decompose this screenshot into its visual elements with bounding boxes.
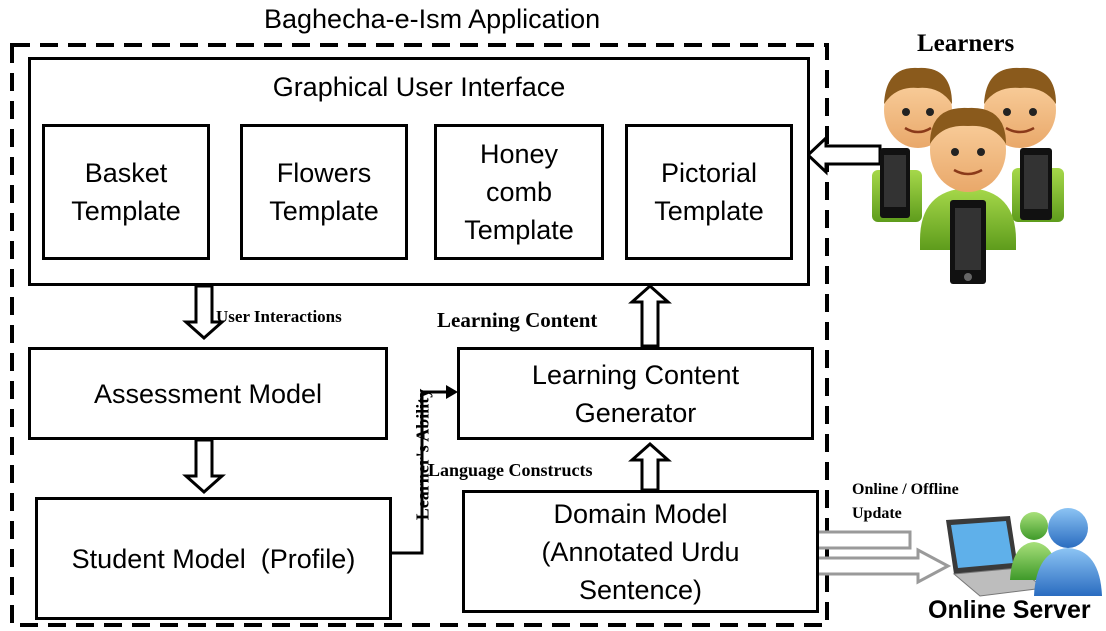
application-boundary [10,43,829,627]
learners-label: Learners [917,30,1015,57]
update-arrow-to-server [796,547,952,585]
pictorial-template-box: Pictorial Template [625,124,793,260]
basket-template-label: Basket Template [71,158,181,226]
domain-model-label: Domain Model (Annotated Urdu Sentence) [541,498,740,605]
learners-ability-connector [392,390,446,555]
assessment-model-label: Assessment Model [93,378,323,409]
learners-to-gui-arrow [805,134,882,176]
language-constructs-label: Language Constructs [428,460,593,480]
learning-content-generator-label: Learning Content Generator [531,359,740,428]
flowers-template-label: Flowers Template [269,158,379,226]
pictorial-template-label: Pictorial Template [654,158,764,226]
user-interactions-arrow [182,284,226,341]
learners-icon [872,67,1064,284]
learning-content-arrow [628,283,672,348]
student-model-box: Student Model (Profile) [35,497,392,620]
application-title: Baghecha-e-Ism Application [264,4,601,34]
learning-content-label: Learning Content [437,308,598,332]
learners-ability-label: Learner's Ability [412,388,433,521]
domain-model-box: Domain Model (Annotated Urdu Sentence) [462,490,819,613]
assessment-model-box: Assessment Model [28,347,388,440]
user-interactions-label: User Interactions [216,307,342,326]
learning-content-generator-box: Learning Content Generator [457,347,814,440]
basket-template-box: Basket Template [42,124,210,260]
assessment-to-student-arrow [182,438,226,495]
student-model-label: Student Model (Profile) [71,543,356,574]
honeycomb-template-box: Honey comb Template [434,124,604,260]
online-offline-update-label: Online / Offline Update [852,481,959,522]
online-server-label: Online Server [928,596,1091,624]
learners-ability-arrowhead [446,385,458,399]
online-server-icon [946,508,1102,597]
language-constructs-arrow [628,441,672,492]
gui-title: Graphical User Interface [272,72,566,102]
honeycomb-template-label: Honey comb Template [464,139,574,245]
flowers-template-box: Flowers Template [240,124,408,260]
